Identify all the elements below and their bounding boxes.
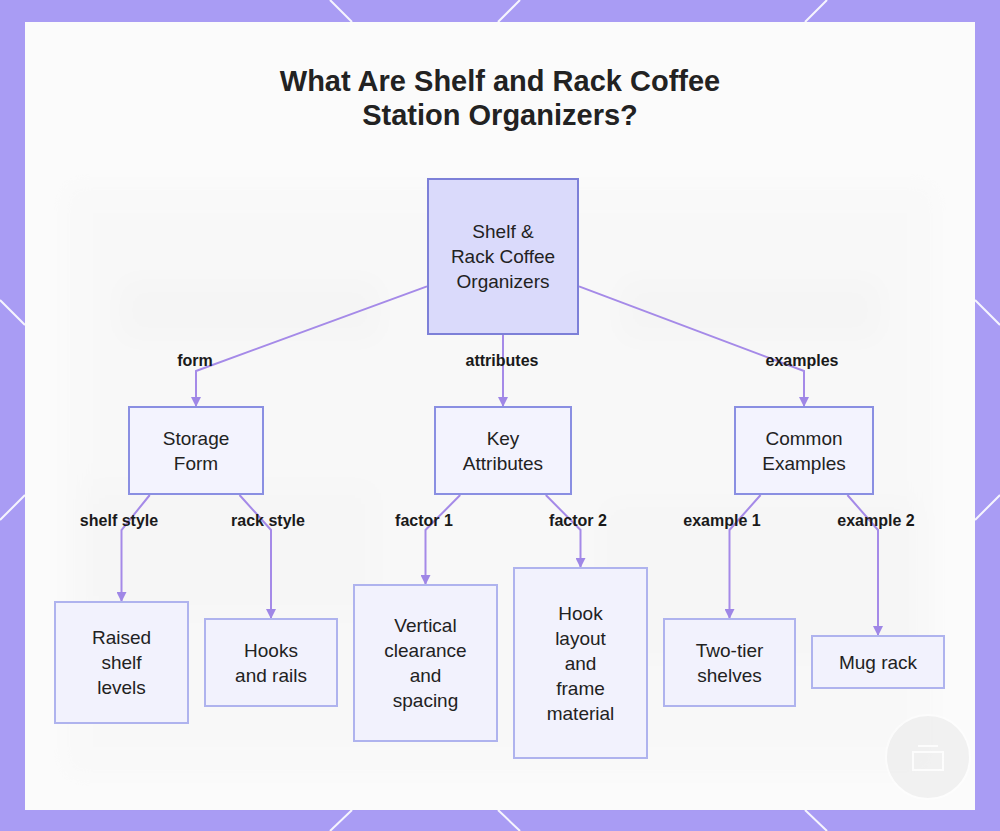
category-box: Common Examples [734,406,874,495]
connector-line [196,286,427,406]
node-text: Two-tier shelves [690,638,770,688]
connector-line [502,335,504,406]
leaf-box: Hooks and rails [204,618,338,707]
node-text: Shelf & Rack Coffee Organizers [451,219,556,294]
connector-line [426,495,461,584]
edge-label: factor 1 [395,512,453,530]
node-text: Key Attributes [454,426,552,476]
connector-line [579,286,804,406]
edge-label: example 1 [683,512,760,530]
leaf-box: Two-tier shelves [663,618,796,707]
node-text: Raised shelf levels [86,625,158,700]
node-text: Vertical clearance and spacing [382,613,470,713]
connector-line [546,495,581,567]
node-text: Mug rack [839,650,917,675]
edge-label: form [177,352,213,370]
edge-label: factor 2 [549,512,607,530]
root-box: Shelf & Rack Coffee Organizers [427,178,579,335]
node-text: Hook layout and frame material [542,601,620,726]
node-text: Common Examples [753,426,855,476]
edge-label: examples [766,352,839,370]
leaf-box: Vertical clearance and spacing [353,584,498,742]
node-text: Storage Form [155,426,237,476]
node-text: Hooks and rails [230,638,312,688]
connector-line [122,495,150,601]
edge-label: example 2 [837,512,914,530]
category-box: Key Attributes [434,406,572,495]
diagram-title: What Are Shelf and Rack Coffee Station O… [250,64,750,132]
leaf-box: Raised shelf levels [54,601,189,724]
leaf-box: Hook layout and frame material [513,567,648,759]
edge-label: attributes [466,352,539,370]
edge-label: rack style [231,512,305,530]
leaf-box: Mug rack [811,635,945,689]
edge-label: shelf style [80,512,158,530]
category-box: Storage Form [128,406,264,495]
